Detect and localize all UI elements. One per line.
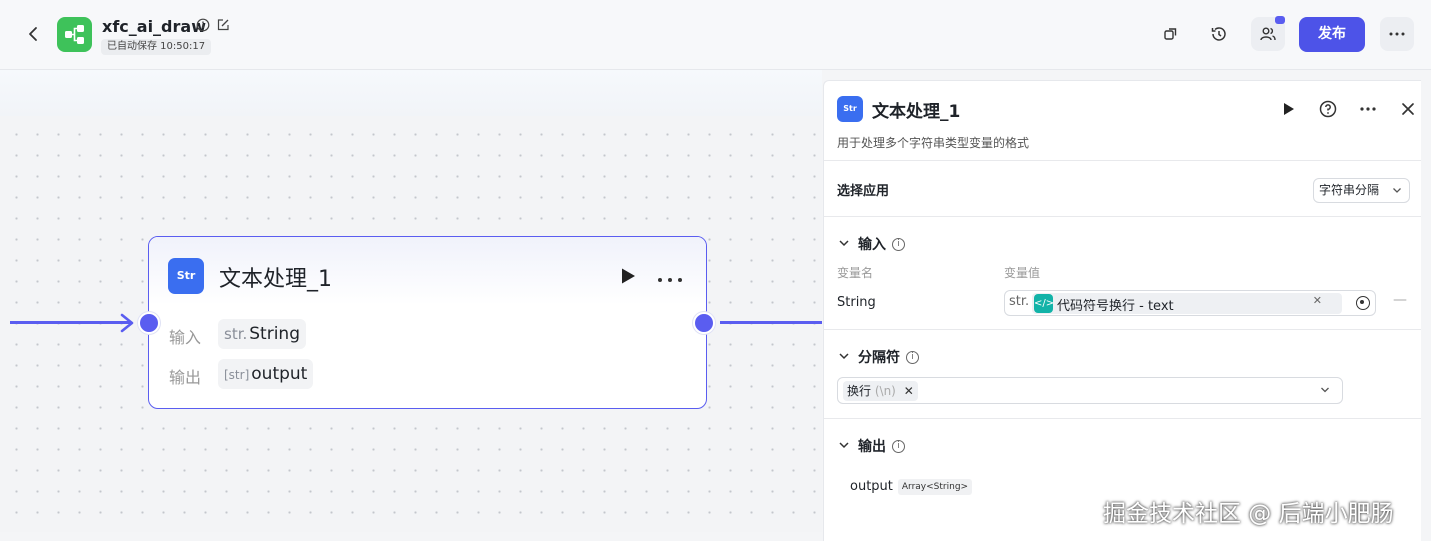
chevron-down-icon xyxy=(1392,179,1402,211)
divider xyxy=(824,160,1422,161)
more-horizontal-icon xyxy=(1389,32,1405,36)
node-output-label: 输出 xyxy=(169,368,202,387)
info-icon[interactable]: i xyxy=(906,350,919,364)
text-process-node[interactable]: Str 文本处理_1 输入 str.String 输出 [str]output xyxy=(148,236,707,409)
separator-tag-hint: (\n) xyxy=(874,384,896,398)
canvas-header-area xyxy=(0,70,822,116)
chevron-down-icon xyxy=(838,351,852,364)
top-bar: xfc_ai_draw 已自动保存 10:50:17 发布 xyxy=(0,0,1431,70)
more-button[interactable] xyxy=(1380,17,1414,51)
divider xyxy=(824,329,1422,330)
app-logo xyxy=(57,17,92,52)
panel-title: 文本处理_1 xyxy=(872,102,961,122)
output-type: Array<String> xyxy=(897,479,973,495)
node-output-value: output xyxy=(251,364,308,384)
save-status: 已自动保存 10:50:17 xyxy=(101,39,212,55)
divider xyxy=(824,216,1422,217)
panel-description: 用于处理多个字符串类型变量的格式 xyxy=(837,136,1030,150)
watermark: 掘金技术社区 @ 后端小肥肠 xyxy=(1103,501,1394,527)
incoming-edge[interactable] xyxy=(10,321,130,324)
separator-tag: 换行 (\n) ✕ xyxy=(843,381,918,401)
panel-run-button[interactable] xyxy=(1268,95,1308,123)
panel-right-gutter xyxy=(1421,70,1431,541)
node-input-port[interactable] xyxy=(138,312,160,334)
info-icon[interactable]: i xyxy=(892,237,905,251)
panel-more-button[interactable] xyxy=(1348,95,1388,123)
edge-arrow-icon xyxy=(120,313,134,333)
separator-tag-label: 换行 xyxy=(847,384,872,398)
collaborators-button[interactable] xyxy=(1251,16,1285,51)
help-icon xyxy=(1319,100,1337,118)
separator-select[interactable]: 换行 (\n) ✕ xyxy=(837,377,1343,404)
edit-icon[interactable] xyxy=(216,18,230,32)
publish-button[interactable]: 发布 xyxy=(1299,17,1365,52)
variable-picker-icon[interactable] xyxy=(1356,296,1370,310)
title-actions xyxy=(196,18,230,32)
info-icon[interactable] xyxy=(196,18,210,32)
input-section-header[interactable]: 输入 i xyxy=(838,234,905,254)
app-select-label: 选择应用 xyxy=(837,184,890,199)
node-output-port[interactable] xyxy=(693,312,715,334)
col-var-name: 变量名 xyxy=(837,266,874,280)
play-icon[interactable] xyxy=(619,267,637,285)
output-section-header[interactable]: 输出 i xyxy=(838,436,905,456)
node-input-chip: str.String xyxy=(218,319,306,349)
chevron-down-icon xyxy=(1320,383,1330,400)
app-select[interactable]: 字符串分隔 xyxy=(1313,178,1410,203)
input-section-title: 输入 xyxy=(858,237,886,253)
output-section-title: 输出 xyxy=(858,439,886,455)
back-button[interactable] xyxy=(24,24,44,44)
node-input-value: String xyxy=(249,324,300,344)
remove-var-icon[interactable]: — xyxy=(1393,292,1407,308)
input-var-name: String xyxy=(837,295,876,310)
separator-section-header[interactable]: 分隔符 i xyxy=(838,347,919,367)
output-row: output Array<String> xyxy=(850,479,973,495)
info-icon[interactable]: i xyxy=(892,439,905,453)
output-name: output xyxy=(850,479,893,494)
node-input-label: 输入 xyxy=(169,328,202,347)
node-more-icon[interactable] xyxy=(657,265,683,290)
copy-icon xyxy=(1164,28,1177,40)
code-icon: </> xyxy=(1034,294,1054,313)
history-icon xyxy=(1211,27,1226,41)
app-select-value: 字符串分隔 xyxy=(1319,183,1380,197)
separator-section-title: 分隔符 xyxy=(858,350,900,366)
close-icon xyxy=(1402,103,1414,115)
col-var-value: 变量值 xyxy=(1004,266,1041,280)
panel-actions xyxy=(1268,95,1428,123)
node-title: 文本处理_1 xyxy=(219,267,332,292)
users-icon xyxy=(1260,27,1276,41)
outgoing-edge[interactable] xyxy=(720,321,822,324)
divider xyxy=(824,418,1422,419)
chevron-left-icon xyxy=(29,27,37,41)
node-settings-panel: Str 文本处理_1 用于处理多个字符串类型变量的格式 选择应用 字符串分隔 输… xyxy=(823,80,1422,541)
var-reference: 代码符号换行 - text xyxy=(1057,299,1174,314)
node-output-chip: [str]output xyxy=(218,359,314,389)
copy-button[interactable] xyxy=(1154,17,1188,51)
string-node-icon: Str xyxy=(168,258,204,294)
clear-icon[interactable]: ✕ xyxy=(1312,294,1322,307)
panel-node-icon: Str xyxy=(837,96,863,122)
node-output-type: [str] xyxy=(224,368,250,382)
node-header xyxy=(149,237,706,305)
panel-close-button[interactable] xyxy=(1388,95,1428,123)
node-input-type: str. xyxy=(224,325,248,343)
more-horizontal-icon xyxy=(1360,107,1376,111)
remove-tag-icon[interactable]: ✕ xyxy=(903,384,914,398)
chevron-down-icon xyxy=(838,238,852,251)
panel-help-button[interactable] xyxy=(1308,95,1348,123)
chevron-down-icon xyxy=(838,440,852,453)
var-type: str. xyxy=(1009,294,1030,309)
var-reference-chip[interactable]: </> 代码符号换行 - text ✕ xyxy=(1032,293,1342,314)
input-var-value-field[interactable]: str. </> 代码符号换行 - text ✕ xyxy=(1004,290,1376,316)
workflow-icon xyxy=(65,25,84,44)
notification-badge xyxy=(1275,16,1285,24)
history-button[interactable] xyxy=(1202,17,1236,51)
app-title: xfc_ai_draw xyxy=(102,17,206,36)
play-icon xyxy=(1283,103,1294,115)
